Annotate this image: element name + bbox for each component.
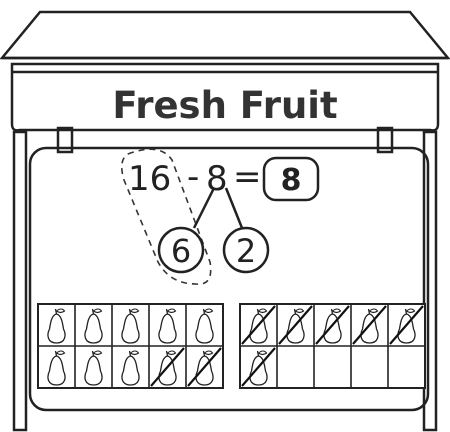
subtraction-equation: 16 - 8 = 8: [128, 157, 318, 200]
bond-right-value: 2: [236, 232, 256, 270]
minuend: 16: [128, 159, 171, 199]
bond-left-value: 6: [171, 232, 191, 270]
minus-sign: -: [187, 157, 199, 197]
subtrahend: 8: [206, 159, 228, 199]
equals-sign: =: [233, 157, 262, 197]
ten-frame-left: [38, 304, 223, 388]
ten-frame-right: [240, 304, 425, 388]
number-bond: 6 2: [159, 188, 268, 272]
sign-title: Fresh Fruit: [112, 84, 337, 127]
stall-sign: Fresh Fruit: [12, 64, 438, 130]
stall-roof: [2, 12, 448, 58]
answer-value: 8: [281, 163, 302, 198]
